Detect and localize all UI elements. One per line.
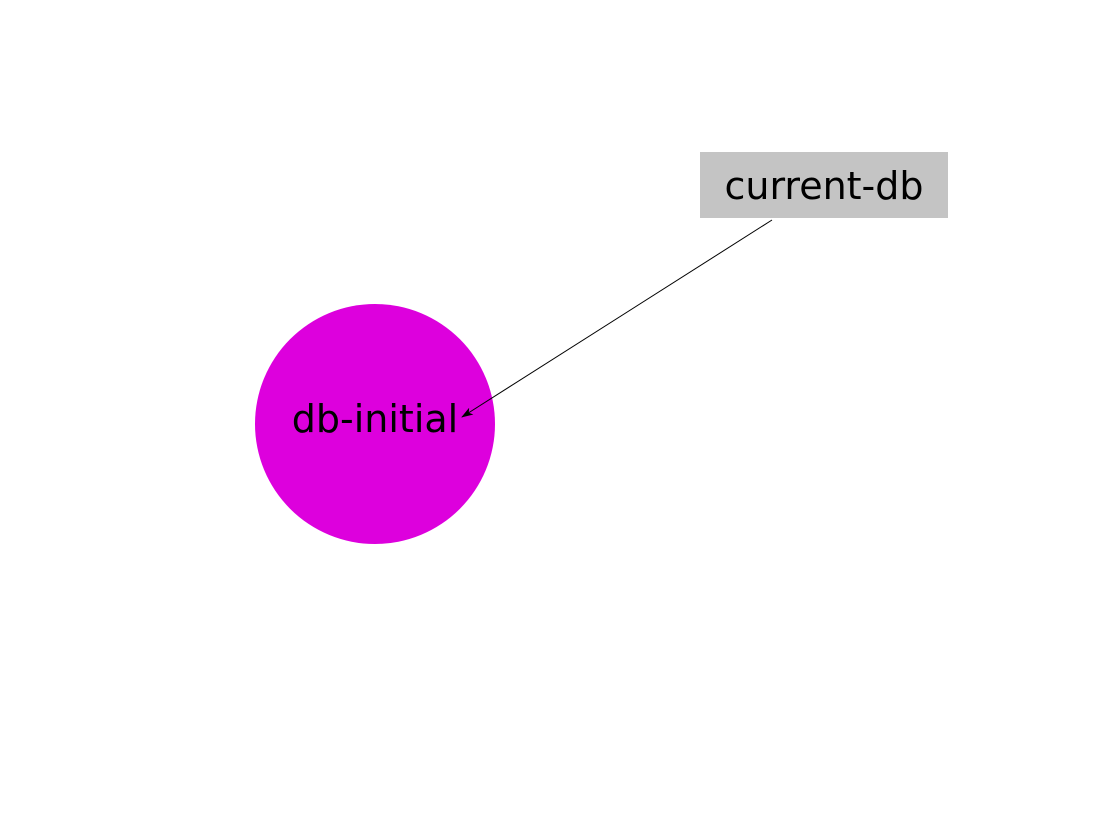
node-current-db[interactable]: current-db: [700, 152, 948, 218]
current-db-box: [700, 152, 948, 218]
current-db-label: current-db: [724, 164, 923, 208]
node-db-initial[interactable]: db-initial: [255, 304, 495, 544]
edge-current-db-to-db-initial: [461, 219, 773, 418]
db-initial-label: db-initial: [292, 397, 458, 441]
db-initial-circle: [255, 304, 495, 544]
